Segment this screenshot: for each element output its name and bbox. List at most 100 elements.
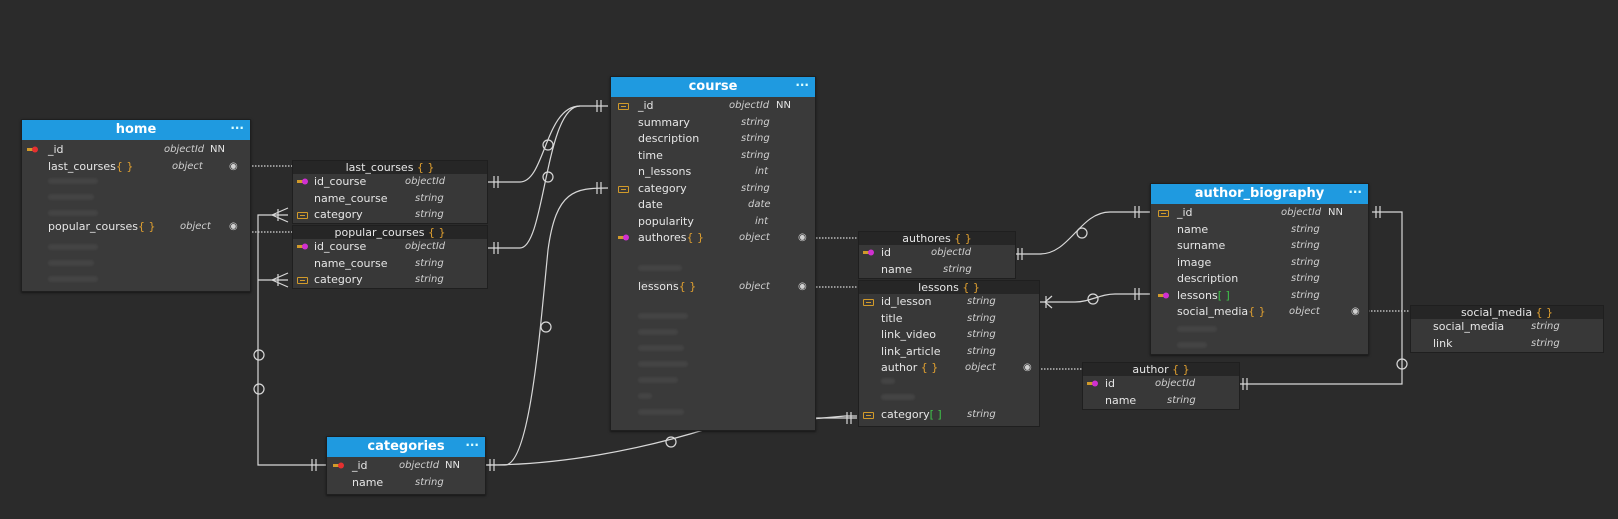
- field-type: string: [741, 133, 770, 144]
- field-row[interactable]: last_courses{ } object ◉: [22, 159, 250, 176]
- field-type: string: [415, 209, 444, 220]
- field-name: _id: [48, 143, 64, 156]
- menu-icon[interactable]: ···: [1348, 185, 1362, 199]
- table-header[interactable]: author_biography ···: [1151, 184, 1368, 204]
- field-type: string: [1291, 256, 1320, 268]
- subtable-social-media[interactable]: social_media { } social_media string lin…: [1410, 305, 1604, 353]
- field-row[interactable]: id_course objectId: [293, 239, 487, 256]
- field-name: id: [1105, 377, 1116, 390]
- eye-icon[interactable]: ◉: [798, 232, 807, 243]
- subtable-authores[interactable]: authores { } id objectId name string: [858, 231, 1016, 279]
- field-name: link: [1433, 336, 1453, 350]
- field-name: name: [1177, 222, 1209, 236]
- eye-icon[interactable]: ◉: [229, 221, 238, 232]
- eye-icon[interactable]: ◉: [798, 281, 807, 292]
- field-row[interactable]: link string: [1411, 336, 1603, 353]
- field-row[interactable]: id objectId: [1083, 376, 1239, 393]
- table-categories[interactable]: categories ··· _id objectId NN name stri…: [326, 436, 486, 495]
- subtable-author[interactable]: author { } id objectId name string: [1082, 362, 1240, 410]
- field-row[interactable]: name_course string: [293, 191, 487, 208]
- table-title: author_biography: [1194, 186, 1325, 201]
- field-type: object: [172, 160, 203, 172]
- eye-icon[interactable]: ◉: [1023, 362, 1032, 373]
- field-icon: [618, 103, 629, 110]
- table-header[interactable]: course ···: [611, 77, 815, 97]
- field-type: object: [739, 281, 770, 292]
- field-name: time: [638, 148, 663, 162]
- table-author-biography[interactable]: author_biography ··· _id objectId NN nam…: [1150, 183, 1369, 355]
- subtable-last-courses[interactable]: last_courses { } id_course objectId name…: [292, 160, 488, 224]
- field-row[interactable]: _id objectId NN: [327, 458, 485, 475]
- field-row[interactable]: id_lesson string: [859, 294, 1039, 311]
- field-row[interactable]: image string: [1151, 255, 1368, 272]
- field-name: last_courses: [48, 159, 116, 173]
- field-row[interactable]: _id objectId NN: [22, 142, 250, 159]
- field-name: id_course: [314, 175, 367, 188]
- field-row[interactable]: lessons[ ] string: [1151, 288, 1368, 305]
- field-row[interactable]: _id objectId NN: [611, 98, 815, 115]
- field-row[interactable]: social_media string: [1411, 319, 1603, 336]
- field-name: link_video: [881, 328, 936, 341]
- field-row[interactable]: category string: [293, 207, 487, 224]
- object-bracket: { }: [138, 220, 156, 233]
- field-name: name: [1105, 393, 1137, 407]
- field-row[interactable]: category string: [293, 272, 487, 289]
- field-type: string: [415, 257, 444, 269]
- subtable-header: last_courses { }: [293, 161, 487, 174]
- field-row[interactable]: name_course string: [293, 256, 487, 273]
- field-name: image: [1177, 255, 1212, 269]
- field-row[interactable]: name string: [1083, 393, 1239, 410]
- table-header[interactable]: home ···: [22, 120, 250, 140]
- not-null-flag: NN: [1328, 207, 1343, 218]
- subtable-popular-courses[interactable]: popular_courses { } id_course objectId n…: [292, 225, 488, 289]
- menu-icon[interactable]: ···: [230, 121, 244, 135]
- field-name: social_media: [1177, 305, 1249, 318]
- field-type: string: [741, 182, 770, 194]
- field-type: string: [415, 192, 444, 204]
- field-name: name_course: [314, 191, 388, 205]
- field-row[interactable]: name string: [859, 262, 1015, 279]
- table-home[interactable]: home ··· _id objectId NN last_courses{ }…: [21, 119, 251, 292]
- field-row[interactable]: lessons{ } object ◉: [611, 279, 815, 296]
- field-row[interactable]: _id objectId NN: [1151, 205, 1368, 222]
- object-bracket: { }: [115, 159, 134, 173]
- field-row[interactable]: popular_courses{ } object ◉: [22, 219, 250, 236]
- menu-icon[interactable]: ···: [795, 78, 809, 92]
- field-name: popularity: [638, 214, 694, 228]
- menu-icon[interactable]: ···: [465, 438, 479, 452]
- field-type: object: [965, 362, 996, 373]
- eye-icon[interactable]: ◉: [229, 160, 238, 172]
- field-row[interactable]: authores{ } object ◉: [611, 230, 815, 247]
- object-bracket: { }: [686, 231, 705, 244]
- field-name: name: [881, 262, 913, 276]
- field-row[interactable]: id objectId: [859, 245, 1015, 262]
- field-row[interactable]: id_course objectId: [293, 174, 487, 191]
- field-row[interactable]: category[ ] string: [859, 407, 1039, 424]
- field-row[interactable]: author { } object ◉: [859, 360, 1039, 377]
- eye-icon[interactable]: ◉: [1351, 306, 1360, 317]
- field-row[interactable]: social_media{ } object ◉: [1151, 304, 1368, 321]
- field-row[interactable]: name string: [327, 475, 485, 492]
- field-name: authores: [638, 231, 687, 244]
- table-header[interactable]: categories ···: [327, 437, 485, 457]
- primary-key-icon: [27, 146, 38, 153]
- field-icon: [297, 277, 308, 284]
- foreign-key-icon: [297, 243, 308, 250]
- field-type: string: [967, 345, 996, 357]
